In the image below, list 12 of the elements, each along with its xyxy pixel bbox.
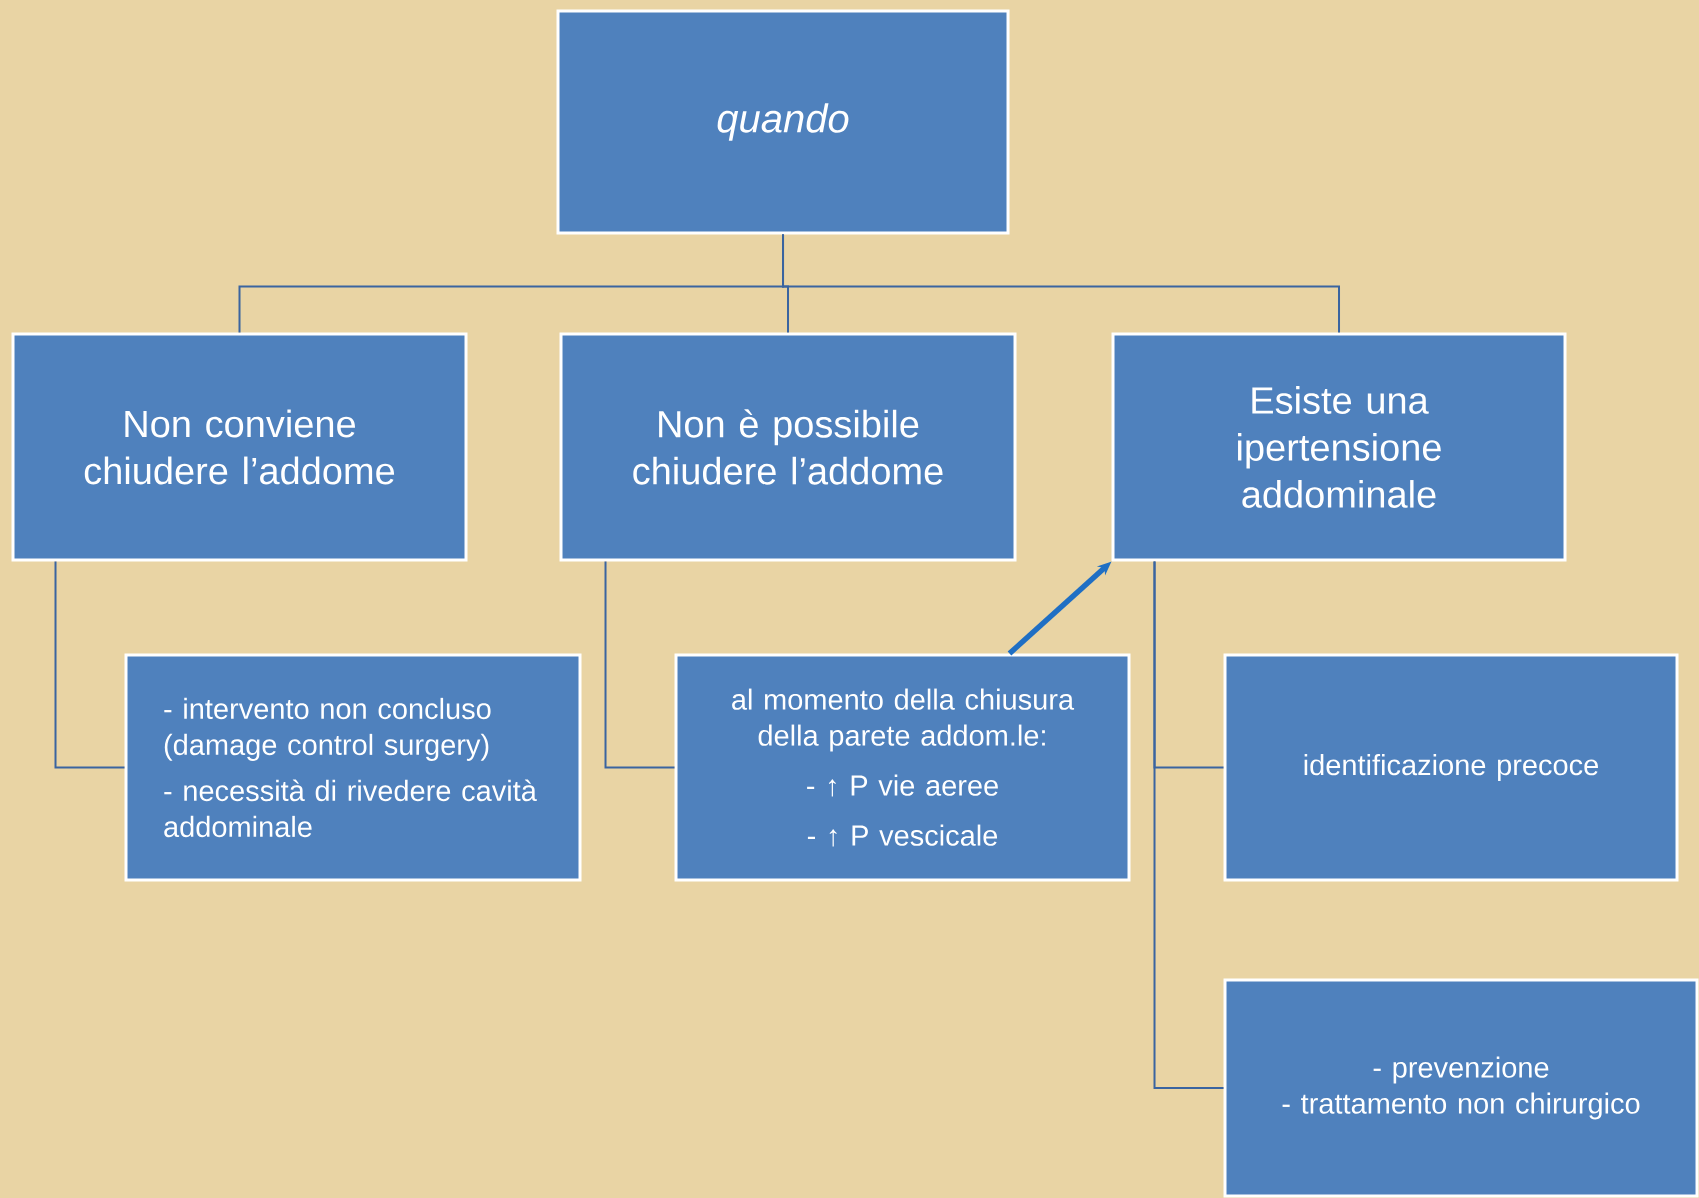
text-box: quando (556, 9, 1010, 235)
connector-line (54, 560, 126, 769)
text-box: identificazione precoce (1223, 653, 1679, 882)
text-box: - intervento non concluso (damage control surgery) - necessità di rivedere cavità addominale (124, 653, 582, 882)
connector-line (1153, 560, 1225, 1089)
text-box: - prevenzione - trattamento non chirurgico (1223, 978, 1699, 1198)
text-box: Non conviene chiudere l’addome (11, 332, 468, 562)
text-box: Esiste una ipertensione addominale (1111, 332, 1567, 562)
connector-line (604, 560, 676, 769)
text-box: Non è possibile chiudere l’addome (559, 332, 1017, 562)
connector-line (782, 233, 1340, 334)
text-box: al momento della chiusura della parete addom.le: - ↑ P vie aeree - ↑ P vescicale (674, 653, 1131, 882)
